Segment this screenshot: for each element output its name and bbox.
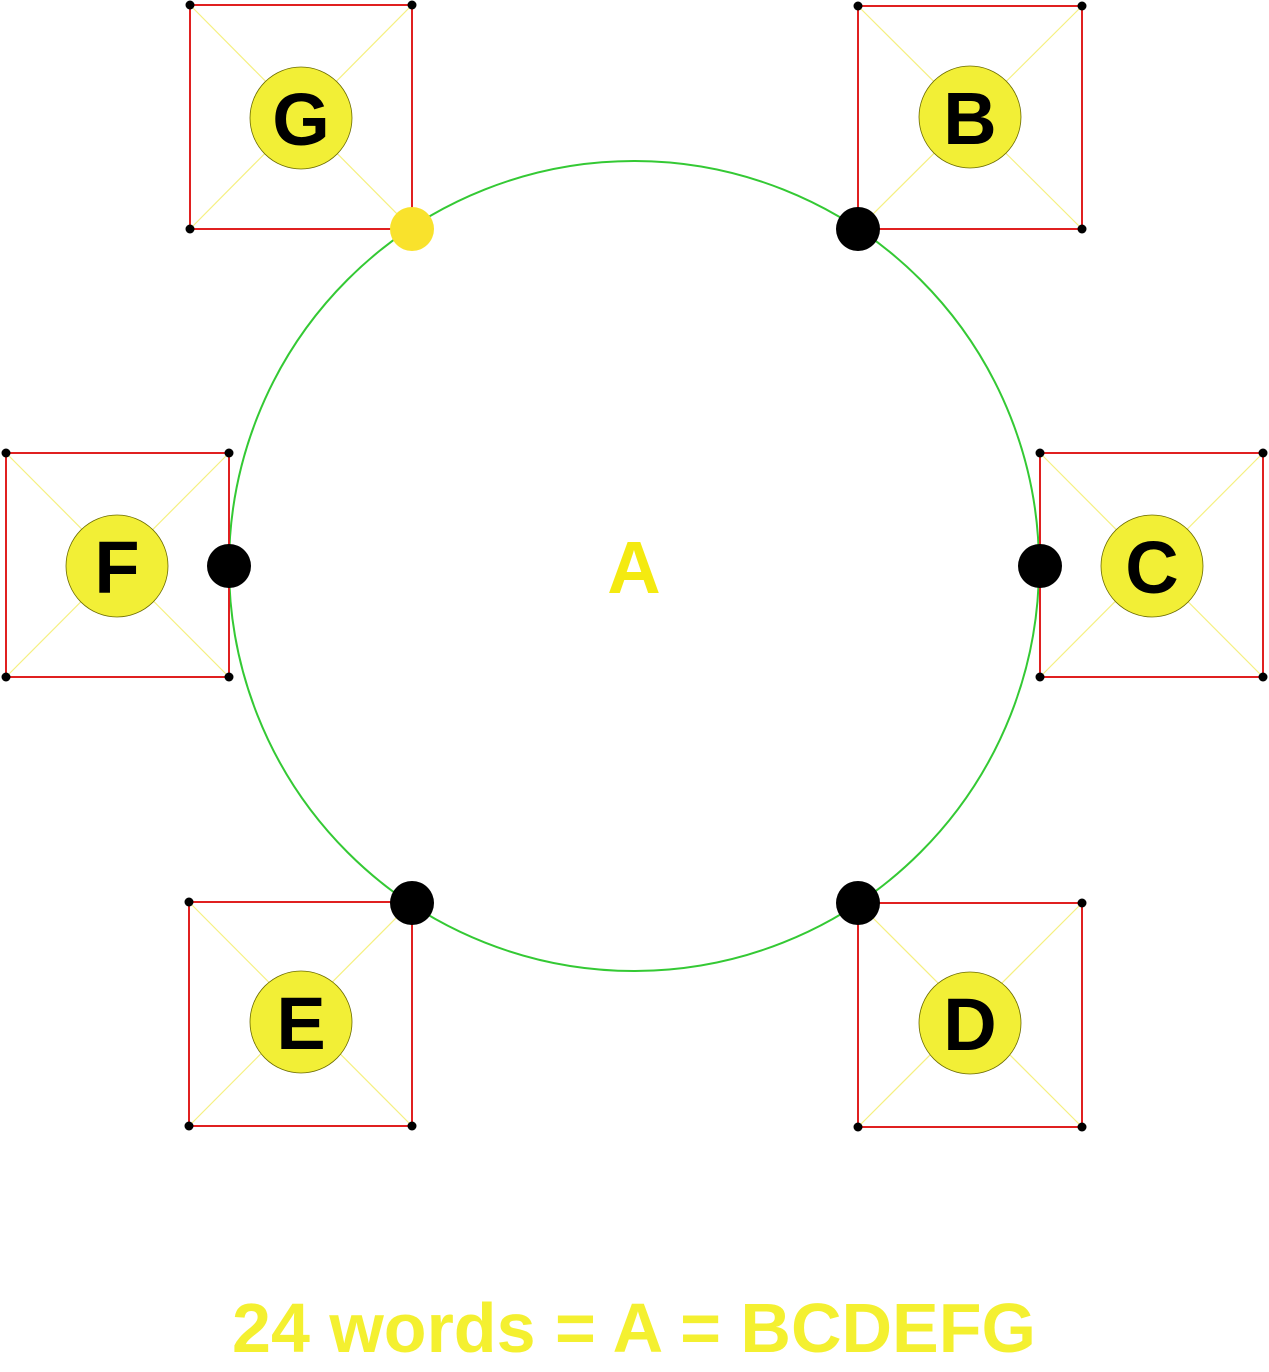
- node-e-corner-dot: [407, 1121, 417, 1131]
- ring-dot-f: [207, 544, 251, 588]
- node-d-corner-dot: [1077, 898, 1087, 908]
- ring-dot-d: [836, 881, 880, 925]
- node-e-label: E: [276, 982, 325, 1065]
- node-d: D: [853, 898, 1087, 1132]
- node-c: C: [1035, 448, 1268, 682]
- node-b-label: B: [943, 77, 996, 160]
- node-c-corner-dot: [1035, 672, 1045, 682]
- node-f-corner-dot: [1, 448, 11, 458]
- node-b-corner-dot: [1077, 1, 1087, 11]
- node-f-corner-dot: [224, 672, 234, 682]
- node-f: F: [1, 448, 234, 682]
- node-e-square: [188, 901, 413, 1127]
- node-c-corner-dot: [1035, 448, 1045, 458]
- ring-dot-e: [390, 881, 434, 925]
- node-e-corner-dot: [184, 897, 194, 907]
- node-g: G: [185, 0, 417, 234]
- node-c-corner-dot: [1258, 448, 1268, 458]
- node-f-corner-dot: [1, 672, 11, 682]
- ring-dot-b: [836, 207, 880, 251]
- node-g-corner-dot: [185, 224, 195, 234]
- node-g-label: G: [272, 78, 330, 161]
- node-d-square: [857, 902, 1083, 1128]
- node-d-label: D: [943, 983, 996, 1066]
- node-f-circle: [65, 514, 169, 618]
- ring-dot-c: [1018, 544, 1062, 588]
- node-c-label: C: [1125, 526, 1178, 609]
- center-label-a: A: [607, 526, 660, 609]
- node-f-label: F: [94, 526, 139, 609]
- node-d-corner-dot: [1077, 1122, 1087, 1132]
- node-g-circle: [249, 66, 353, 170]
- node-g-corner-dot: [185, 0, 195, 10]
- node-e-circle: [249, 970, 353, 1074]
- node-b: B: [853, 1, 1087, 234]
- node-d-corner-dot: [853, 1122, 863, 1132]
- node-g-square: [189, 4, 413, 230]
- node-b-circle: [918, 65, 1022, 169]
- node-b-corner-dot: [1077, 224, 1087, 234]
- node-d-circle: [918, 971, 1022, 1075]
- node-b-corner-dot: [853, 1, 863, 11]
- node-b-square: [857, 5, 1083, 230]
- node-e-corner-dot: [184, 1121, 194, 1131]
- node-e: E: [184, 897, 417, 1131]
- node-f-corner-dot: [224, 448, 234, 458]
- caption: 24 words = A = BCDEFG: [232, 1289, 1036, 1367]
- ring-dot-g-yellow: [390, 207, 434, 251]
- node-g-corner-dot: [407, 0, 417, 10]
- node-c-corner-dot: [1258, 672, 1268, 682]
- node-c-circle: [1100, 514, 1204, 618]
